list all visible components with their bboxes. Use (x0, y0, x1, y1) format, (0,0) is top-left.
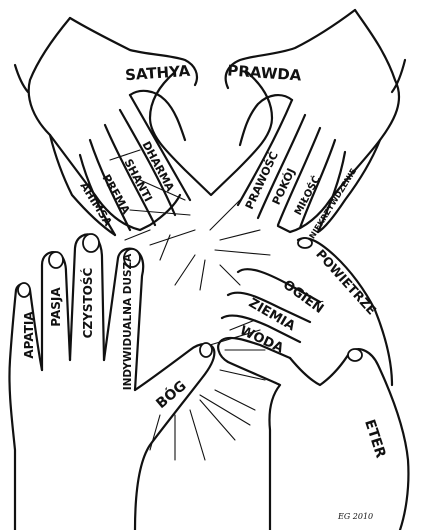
bottom-right-hand (217, 237, 410, 530)
indywidualna-dusza-label: INDYWIDUALNA DUSZA (122, 253, 134, 390)
bog-label: BÓG (152, 376, 190, 412)
pasja-label: PASJA (49, 287, 63, 327)
czystosc-label: CZYSTOŚĆ (80, 267, 95, 338)
prawda-label: PRAWDA (227, 61, 303, 84)
sathya-label: SATHYA (125, 62, 192, 85)
light-rays (109, 149, 271, 461)
top-right-hand (224, 8, 407, 234)
signature: EG 2010 (337, 512, 373, 521)
top-left-hand (13, 16, 199, 237)
bottom-left-hand (8, 233, 216, 530)
heart-shape (148, 70, 274, 197)
woda-label: WODA (237, 323, 285, 356)
eter-label: ETER (361, 418, 388, 461)
apatia-label: APATIA (22, 311, 36, 359)
